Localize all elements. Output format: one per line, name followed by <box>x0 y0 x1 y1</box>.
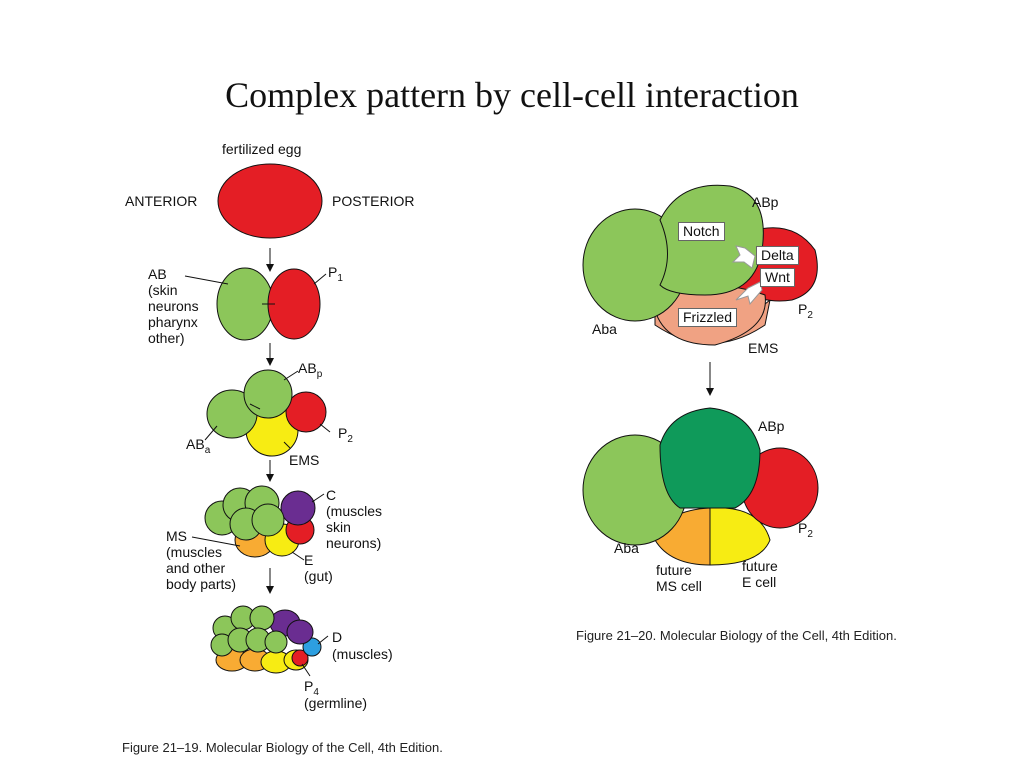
ab-detail-1: (skin <box>148 282 178 298</box>
p2-leader <box>319 423 331 433</box>
ms-detail-3: body parts) <box>166 576 237 592</box>
e-leader <box>291 551 305 561</box>
c-leader <box>311 493 325 503</box>
ab-label: AB <box>148 266 167 282</box>
p1-leader <box>313 273 327 285</box>
ab-detail-2: neurons <box>148 298 199 314</box>
d-label: D <box>332 629 343 645</box>
abp-cell-right-bottom <box>659 407 761 509</box>
anterior-label: ANTERIOR <box>125 193 198 209</box>
c-detail-3: neurons) <box>326 535 382 551</box>
p4-detail: (germline) <box>304 695 368 711</box>
e-detail: (gut) <box>304 568 333 584</box>
abp-leader <box>283 370 299 381</box>
ab-leader <box>184 275 229 285</box>
ms-future-label-2: MS cell <box>656 578 702 594</box>
e-future-cell <box>709 507 771 566</box>
ems-label-right-top: EMS <box>748 340 779 356</box>
ms-future-label-1: future <box>656 562 692 578</box>
c-detail-2: skin <box>326 519 351 535</box>
wnt-arrow <box>735 281 763 306</box>
ab-detail-3: pharynx <box>148 314 198 330</box>
p4-leader <box>301 663 311 677</box>
fertilized-egg-label: fertilized egg <box>222 141 302 157</box>
abp-label-right-top: ABp <box>752 194 779 210</box>
left-caption: Figure 21–19. Molecular Biology of the C… <box>122 740 443 755</box>
aba-label: ABa <box>186 436 211 456</box>
p2-cell-left <box>285 391 327 433</box>
d-detail: (muscles) <box>332 646 393 662</box>
notch-box: Notch <box>678 222 725 241</box>
aba-label-right-top: Aba <box>592 321 617 337</box>
delta-arrow <box>731 245 756 269</box>
e-future-label-1: future <box>742 558 778 574</box>
abp-label: ABp <box>298 360 323 380</box>
fertilized-egg-cell <box>217 163 323 239</box>
posterior-label: POSTERIOR <box>332 193 415 209</box>
frizzled-box: Frizzled <box>678 308 738 327</box>
aba-label-right-bottom: Aba <box>614 540 639 556</box>
abp-cell-left <box>243 369 293 419</box>
slide-title: Complex pattern by cell-cell interaction <box>225 75 799 115</box>
delta-box: Delta <box>756 246 799 265</box>
d-leader <box>317 635 329 645</box>
p1-cell <box>267 268 321 340</box>
abp-label-right-bottom: ABp <box>758 418 785 434</box>
ems-leader <box>283 441 291 449</box>
ab-detail-4: other) <box>148 330 185 346</box>
aba-leader <box>204 425 218 441</box>
c-detail-1: (muscles <box>326 503 383 519</box>
c-label: C <box>326 487 337 503</box>
p2-label-right-top: P2 <box>798 301 813 321</box>
e-label: E <box>304 552 314 568</box>
p2-label: P2 <box>338 425 353 445</box>
right-caption: Figure 21–20. Molecular Biology of the C… <box>576 628 897 643</box>
e-future-label-2: E cell <box>742 574 777 590</box>
wnt-box: Wnt <box>760 268 795 287</box>
ms-detail-2: and other <box>166 560 226 576</box>
ms-label: MS <box>166 528 187 544</box>
p4-label: P4 <box>304 678 319 698</box>
ms-leader <box>191 536 241 547</box>
ms-detail-1: (muscles <box>166 544 223 560</box>
p2-label-right-bottom: P2 <box>798 520 813 540</box>
ems-label: EMS <box>289 452 320 468</box>
p1-label: P1 <box>328 264 343 284</box>
